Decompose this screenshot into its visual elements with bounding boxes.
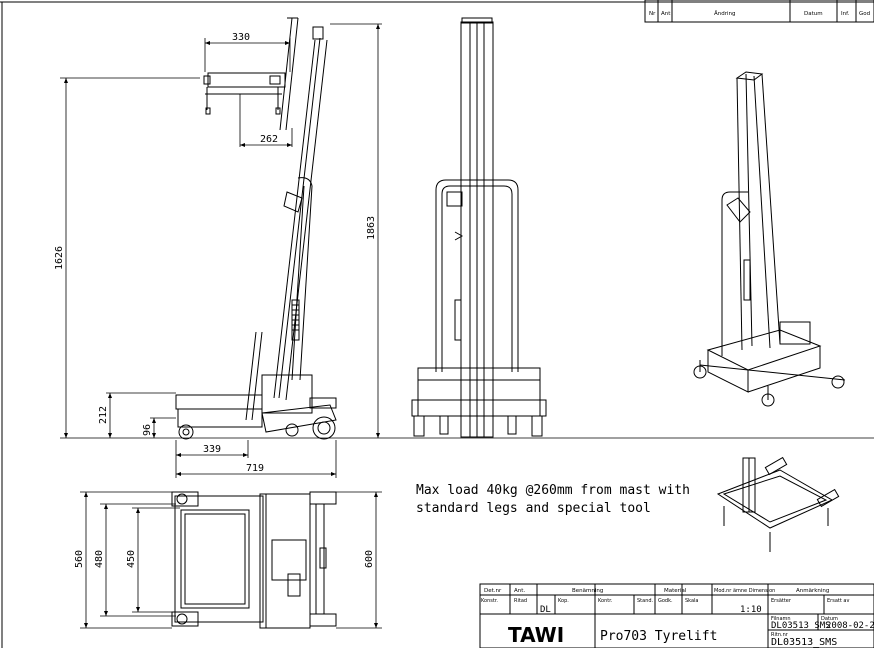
dim-600: 600: [364, 550, 375, 568]
tb-datum-value: 2008-02-2: [826, 621, 874, 631]
company-logo: TAWI: [508, 623, 564, 647]
top-view-dimensions: [80, 491, 382, 629]
drawing-title: Pro703 Tyrelift: [600, 629, 717, 644]
tb-ersatt-av-label: Ersatt av: [827, 598, 849, 604]
tool-isometric-view: [716, 456, 840, 552]
tb-material-label: Material: [664, 588, 687, 594]
dim-560: 560: [74, 550, 85, 568]
tb-filnamn-label: Filnamn: [771, 616, 791, 622]
note-line-1: Max load 40kg @260mm from mast with: [416, 483, 690, 498]
tb-detnr-label: Det.nr: [484, 588, 502, 594]
tb-ritad-label: Ritad: [514, 598, 527, 604]
rev-header-datum: Datum: [804, 11, 823, 17]
tb-konstr-label: Konstr.: [481, 598, 498, 604]
tb-godk-label: Godk.: [658, 598, 673, 604]
revision-table: Nr Ant Ändring Datum Inf. God: [644, 0, 874, 23]
tb-ersatter-label: Ersätter: [771, 598, 792, 604]
tb-kontr-label: Kontr.: [598, 598, 613, 604]
dim-339: 339: [203, 444, 221, 455]
rev-header-ant: Ant: [661, 11, 671, 17]
dim-212: 212: [98, 406, 109, 424]
tb-skala-label: Skala: [685, 598, 699, 604]
rev-header-andring: Ändring: [714, 10, 736, 17]
tb-ant-label: Ant.: [514, 588, 525, 594]
dim-330: 330: [232, 32, 250, 43]
tb-kop-label: Kop.: [558, 598, 569, 604]
tb-stand-label: Stand.: [637, 598, 654, 604]
tb-ritnr-label: Ritn.nr: [771, 632, 789, 638]
side-view-dimensions: [60, 23, 874, 478]
dim-1863: 1863: [366, 216, 377, 240]
dim-96: 96: [142, 424, 153, 436]
dim-450: 450: [126, 550, 137, 568]
dim-1626: 1626: [54, 246, 65, 270]
top-view: [171, 491, 337, 629]
tb-anmarkning-label: Anmärkning: [796, 588, 829, 594]
side-view: [175, 17, 337, 440]
tb-ritad-value: DL: [540, 605, 551, 615]
front-view: [411, 17, 547, 438]
dim-480: 480: [94, 550, 105, 568]
tb-dimension-label: Mod.nr ämne Dimension: [714, 588, 775, 594]
rev-header-nr: Nr: [649, 11, 656, 17]
tb-ritnr-value: DL03513_SMS: [771, 637, 837, 648]
dim-719: 719: [246, 463, 264, 474]
rev-header-god: God: [859, 11, 870, 17]
title-block: [479, 583, 874, 648]
tb-benamning-label: Benämning: [572, 588, 603, 594]
note-line-2: standard legs and special tool: [416, 501, 651, 516]
isometric-view: [693, 71, 846, 407]
tb-filnamn-value: DL03513_SMS: [771, 621, 831, 631]
rev-header-inf: Inf.: [841, 11, 850, 17]
tb-datum-label: Datum: [821, 616, 838, 622]
dim-262: 262: [260, 134, 278, 145]
tb-skala-value: 1:10: [740, 605, 762, 615]
